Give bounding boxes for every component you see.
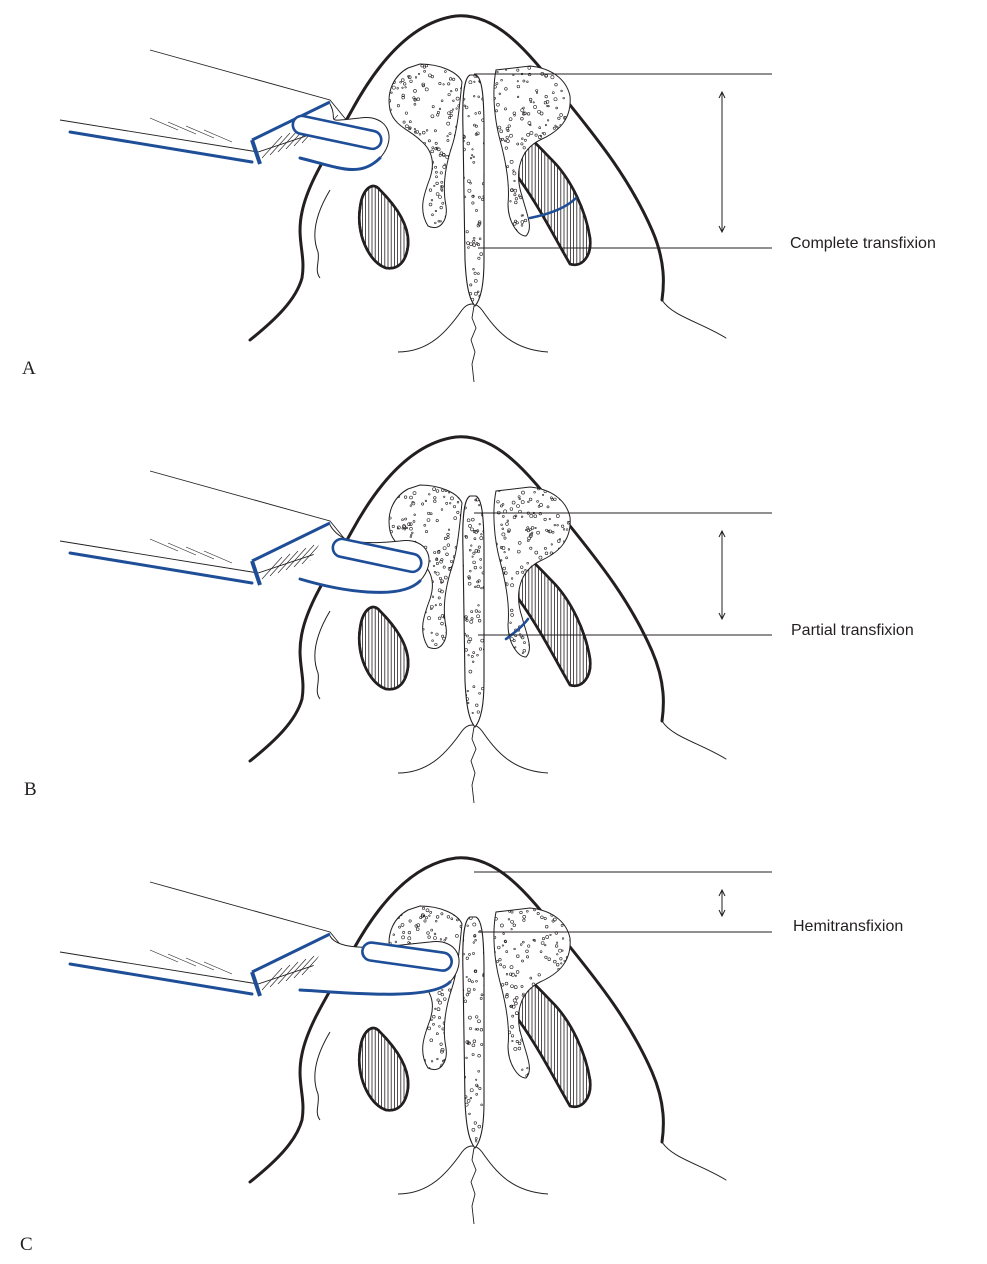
scalpel-grip-texture <box>262 136 282 158</box>
scalpel-grip-texture <box>204 962 232 974</box>
panel-c: C Hemitransfixion <box>0 842 987 1263</box>
nose-outline <box>250 16 663 340</box>
scalpel-grip-texture <box>286 548 306 570</box>
panel-letter: A <box>22 358 36 380</box>
nose-drawing <box>250 16 772 382</box>
scalpel-grip-texture <box>270 133 290 155</box>
panel-letter: C <box>20 1234 33 1256</box>
scalpel-grip-texture <box>278 551 298 573</box>
nose-outline <box>250 858 663 1182</box>
callout-label: Hemitransfixion <box>793 918 903 936</box>
cheek-contour <box>315 1032 330 1120</box>
philtrum-line <box>471 727 476 803</box>
scalpel-grip-texture <box>168 543 196 555</box>
scalpel-grip-texture <box>204 130 232 142</box>
philtrum-line <box>471 306 476 382</box>
scalpel-grip-texture <box>262 557 282 579</box>
scalpel-grip-texture <box>168 122 196 134</box>
scalpel-grip-texture <box>270 965 290 987</box>
scalpel-grip-texture <box>278 962 298 984</box>
scalpel-grip-texture <box>186 958 214 970</box>
philtrum-line <box>471 1148 476 1224</box>
panel-letter: B <box>24 779 37 801</box>
scalpel-grip-texture <box>150 539 178 551</box>
scalpel-grip-texture <box>150 950 178 962</box>
panel-c-illustration <box>0 842 987 1263</box>
nose-drawing <box>250 437 772 803</box>
scalpel-grip-texture <box>204 551 232 563</box>
scalpel <box>60 471 429 592</box>
callout-label: Partial transfixion <box>791 622 914 640</box>
scalpel-grip-texture <box>262 968 282 990</box>
panel-a: A Complete transfixion <box>0 0 987 421</box>
scalpel <box>60 50 389 170</box>
callout-label: Complete transfixion <box>790 235 936 253</box>
panel-b: B Partial transfixion <box>0 421 987 842</box>
scalpel-grip-texture <box>186 126 214 138</box>
columella <box>463 917 484 1148</box>
cheek-contour <box>315 611 330 699</box>
nose-outline <box>250 437 663 761</box>
nose-outline <box>662 300 726 338</box>
nose-outline <box>662 1142 726 1180</box>
nose-drawing <box>250 858 772 1224</box>
scalpel-grip-texture <box>270 554 290 576</box>
cheek-contour <box>315 190 330 278</box>
scalpel-grip-texture <box>278 130 298 152</box>
columella <box>463 75 484 306</box>
panel-a-illustration <box>0 0 987 421</box>
scalpel-grip-texture <box>186 547 214 559</box>
scalpel-grip-texture <box>168 954 196 966</box>
scalpel-grip-texture <box>150 118 178 130</box>
scalpel-grip-texture <box>286 959 306 981</box>
nose-outline <box>662 721 726 759</box>
